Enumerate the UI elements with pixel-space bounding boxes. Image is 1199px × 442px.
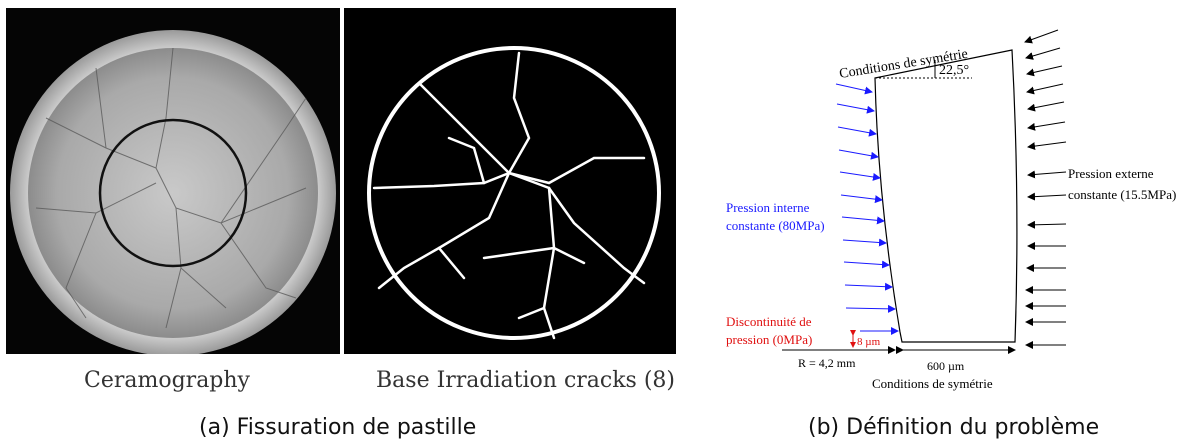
ceramography-image — [6, 8, 340, 356]
width-label: 600 µm — [927, 359, 965, 373]
external-pressure-label-2: constante (15.5MPa) — [1068, 187, 1176, 202]
irradiation-cracks-caption: Base Irradiation cracks (8) — [376, 368, 675, 393]
angle-label: 22,5° — [939, 63, 969, 78]
internal-pressure-label-2: constante (80MPa) — [726, 218, 825, 233]
domain-outline — [874, 49, 1018, 343]
ceramography-caption: Ceramography — [84, 368, 250, 393]
discontinuity-label-1: Discontinuité de — [726, 314, 812, 329]
figure-b-caption: (b) Définition du problème — [808, 415, 1100, 440]
external-pressure-label-1: Pression externe — [1068, 166, 1154, 181]
ceramography-illustration — [10, 30, 336, 356]
irradiation-cracks-image — [344, 8, 676, 354]
gap-label: 8 µm — [857, 336, 881, 348]
radius-label: R = 4,2 mm — [798, 356, 856, 370]
internal-pressure-label-1: Pression interne — [726, 200, 810, 215]
external-pressure-arrows — [1024, 29, 1067, 349]
cracks-illustration — [367, 46, 661, 340]
figure-a-caption: (a) Fissuration de pastille — [199, 415, 477, 440]
internal-pressure-arrows — [835, 83, 899, 335]
discontinuity-label-2: pression (0MPa) — [726, 332, 812, 347]
problem-definition-diagram: Conditions de symétrie 22,5° Pression ex… — [726, 29, 1176, 391]
bottom-symmetry-label: Conditions de symétrie — [872, 376, 993, 391]
